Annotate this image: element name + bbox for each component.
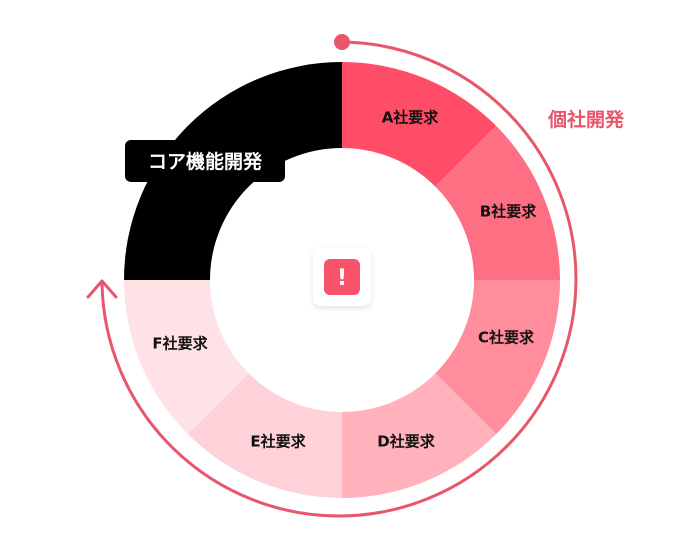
exclamation-icon: [324, 259, 360, 295]
cycle-label: 個社開発: [547, 108, 625, 131]
segment-c: [435, 280, 560, 435]
core-label: コア機能開発: [148, 150, 263, 173]
segment-e: [187, 373, 342, 498]
segment-label-e: E社要求: [250, 433, 306, 451]
cycle-arrowhead: [86, 279, 118, 299]
segment-d: [342, 373, 497, 498]
cycle-arc: [100, 40, 578, 518]
segment-b: [435, 125, 560, 280]
segment-a: [342, 62, 497, 187]
core-label-badge: [125, 140, 285, 182]
segment-label-f: F社要求: [152, 335, 208, 353]
exclamation-glyph: !: [337, 266, 347, 291]
center-icon-card: !: [313, 248, 371, 306]
segment-label-c: C社要求: [478, 329, 535, 347]
segment-label-b: B社要求: [480, 203, 537, 221]
cycle-start-dot: [334, 34, 350, 50]
segment-label-d: D社要求: [377, 433, 435, 451]
segment-f: [124, 280, 249, 435]
segment-label-a: A社要求: [382, 109, 440, 127]
segment-group: A社要求 B社要求 C社要求 D社要求 E社要求 F社要求: [124, 62, 560, 498]
